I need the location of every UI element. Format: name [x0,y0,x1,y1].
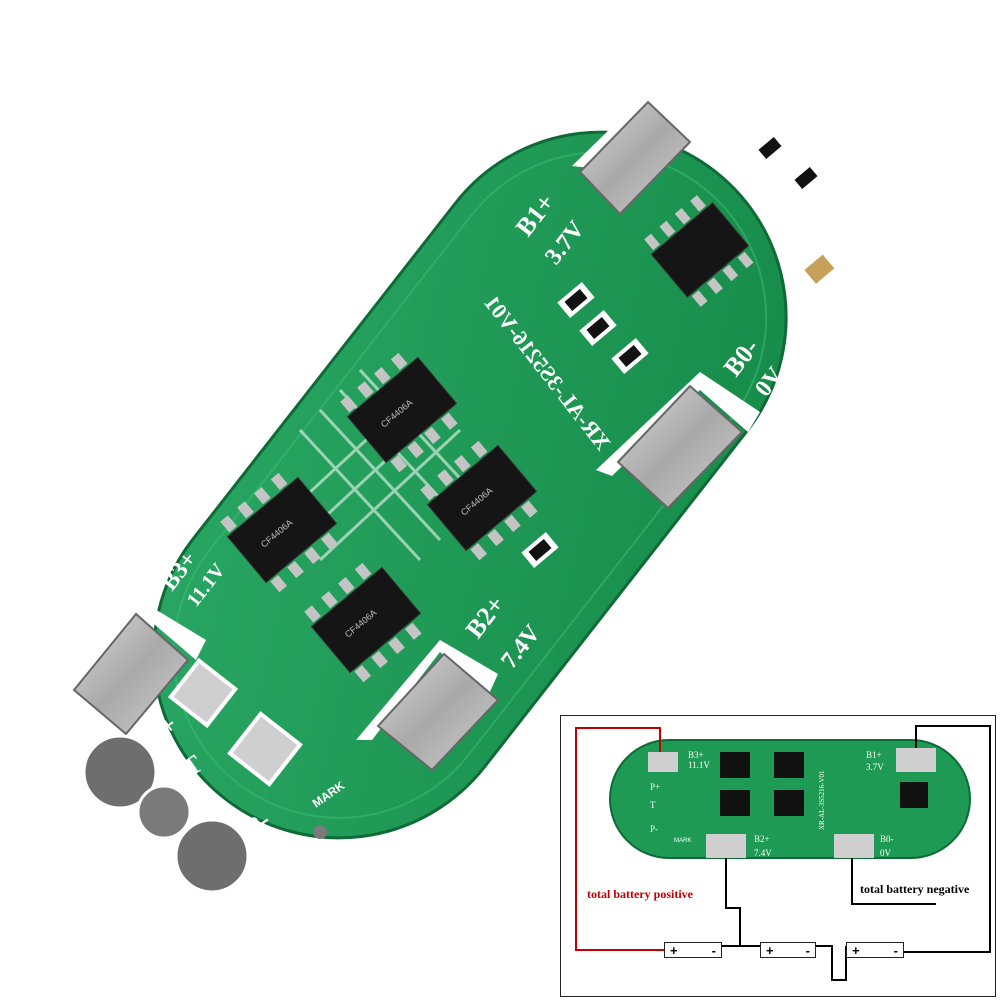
inset-b1-label: B1+ [866,750,882,760]
inset-pad-b0 [834,834,874,858]
solder-blob-1 [82,734,158,810]
b0-tap-wire [851,858,936,905]
battery-cell-2: + - [760,942,816,958]
inset-b0-voltage: 0V [880,848,892,858]
mosfet-chip-3 [220,472,338,593]
battery-cell-3: + - [846,942,904,958]
inset-pad-b1 [896,748,936,772]
inset-t: T [650,800,656,810]
cell-2-plus: + [766,942,774,958]
smd-components [521,130,842,568]
inset-b0-label: B0- [880,834,894,844]
inset-chips [720,752,928,816]
inset-b3-voltage: 11.1V [688,760,710,770]
mounting-hole [313,825,327,839]
cell-link-2 [816,945,847,981]
pad-b1 [572,90,718,216]
solder-blob-3 [174,818,250,894]
inset-p-plus: P+ [650,782,660,792]
pad-b2 [356,640,500,772]
battery-cell-1: + - [664,942,722,958]
protection-ic [644,195,754,307]
pad-p-minus [227,711,303,787]
cell-1-plus: + [670,942,678,958]
pad-b0 [596,372,760,510]
pad-b3 [64,600,206,736]
inset-b2-voltage: 7.4V [754,848,772,858]
cell-2-minus: - [805,942,810,958]
cell-3-plus: + [852,942,860,958]
inset-p-minus: P- [650,824,658,834]
total-battery-positive-label: total battery positive [587,887,693,901]
inset-pad-b3 [648,752,678,772]
inset-model-code: XR-AL-3S5216-V01 [818,770,826,830]
inset-b2-label: B2+ [754,834,770,844]
mosfet-chip-4 [304,562,422,683]
total-battery-negative-label: total battery negative [860,882,970,896]
positive-wire [575,727,664,951]
inset-b1-voltage: 3.7V [866,762,884,772]
mosfet-chip-2 [420,440,538,561]
inset-mark: MARK [674,838,691,844]
negative-wire [904,725,991,953]
pad-p-plus [167,657,239,729]
cell-3-minus: - [893,942,898,958]
mosfet-chip-1 [340,352,458,473]
solder-blob-2 [136,784,192,840]
cell-1-minus: - [711,942,716,958]
b2-tap-wire [725,858,741,946]
inset-b3-label: B3+ [688,750,704,760]
inset-pad-b2 [706,834,746,858]
